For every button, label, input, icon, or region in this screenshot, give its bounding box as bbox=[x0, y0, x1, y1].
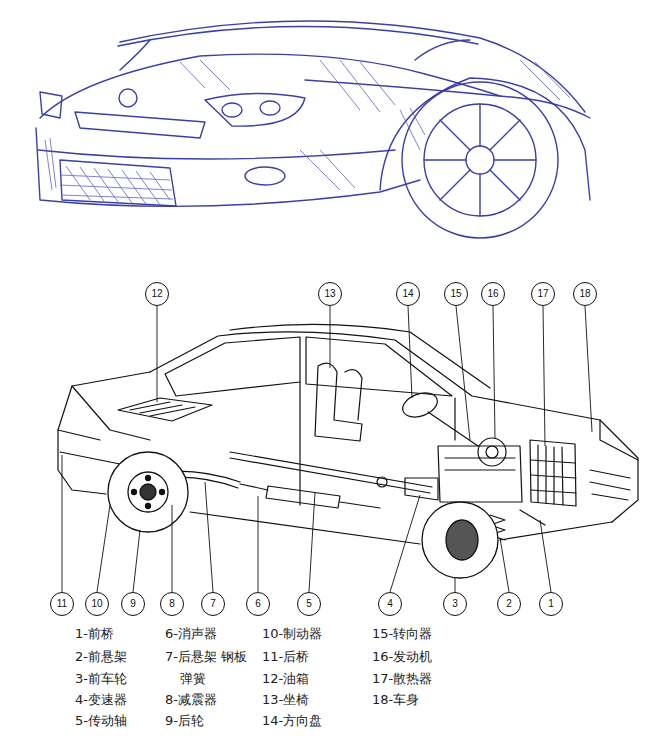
part-name: 6-消声器 bbox=[165, 623, 217, 645]
callout-number: 2 bbox=[506, 599, 512, 609]
callout-number: 17 bbox=[537, 289, 548, 299]
callout-circle: 10 bbox=[85, 592, 109, 616]
callout-circle: 5 bbox=[297, 592, 321, 616]
callout-circle: 13 bbox=[318, 282, 342, 306]
callout-circle: 15 bbox=[444, 282, 468, 306]
callout-circle: 14 bbox=[396, 282, 420, 306]
callout-number: 7 bbox=[210, 599, 216, 609]
callout-number: 5 bbox=[306, 599, 312, 609]
part-name: 14-方向盘 bbox=[262, 710, 322, 732]
part-name: 5-传动轴 bbox=[75, 710, 127, 732]
part-name: 9-后轮 bbox=[165, 710, 204, 732]
part-name: 1-前桥 bbox=[75, 623, 114, 645]
callout-number: 14 bbox=[402, 289, 413, 299]
part-name: 7-后悬架 钢板弹簧 bbox=[165, 646, 260, 690]
callout-circle: 11 bbox=[50, 592, 74, 616]
part-name: 15-转向器 bbox=[372, 623, 432, 645]
callout-circle: 17 bbox=[531, 282, 555, 306]
callout-circle: 8 bbox=[160, 592, 184, 616]
part-name: 3-前车轮 bbox=[75, 668, 127, 690]
callout-number: 12 bbox=[151, 289, 162, 299]
callout-circle: 2 bbox=[497, 592, 521, 616]
callout-circle: 4 bbox=[378, 592, 402, 616]
callout-number: 11 bbox=[57, 599, 67, 609]
callout-circle: 12 bbox=[145, 282, 169, 306]
callout-circle: 7 bbox=[201, 592, 225, 616]
part-name: 16-发动机 bbox=[372, 646, 432, 668]
part-name: 13-坐椅 bbox=[262, 689, 309, 711]
callout-number: 4 bbox=[387, 599, 393, 609]
callout-circle: 9 bbox=[121, 592, 145, 616]
callout-circle: 6 bbox=[246, 592, 270, 616]
part-name: 18-车身 bbox=[372, 689, 419, 711]
callout-number: 15 bbox=[450, 289, 461, 299]
callout-number: 16 bbox=[487, 289, 498, 299]
part-name: 4-变速器 bbox=[75, 689, 127, 711]
callout-number: 10 bbox=[91, 599, 102, 609]
part-name: 12-油箱 bbox=[262, 668, 309, 690]
part-name: 11-后桥 bbox=[262, 646, 309, 668]
callout-circle: 16 bbox=[481, 282, 505, 306]
callout-number: 18 bbox=[579, 289, 590, 299]
callout-number: 1 bbox=[548, 599, 554, 609]
callout-number: 8 bbox=[169, 599, 175, 609]
part-name: 2-前悬架 bbox=[75, 646, 127, 668]
part-name: 8-减震器 bbox=[165, 689, 217, 711]
part-name: 17-散热器 bbox=[372, 668, 432, 690]
callout-number: 6 bbox=[255, 599, 261, 609]
callout-circle: 18 bbox=[573, 282, 597, 306]
callout-circle: 3 bbox=[443, 592, 467, 616]
callout-number: 13 bbox=[324, 289, 335, 299]
callout-number: 9 bbox=[130, 599, 136, 609]
callout-circle: 1 bbox=[539, 592, 563, 616]
callout-number: 3 bbox=[452, 599, 458, 609]
part-name: 10-制动器 bbox=[262, 623, 322, 645]
